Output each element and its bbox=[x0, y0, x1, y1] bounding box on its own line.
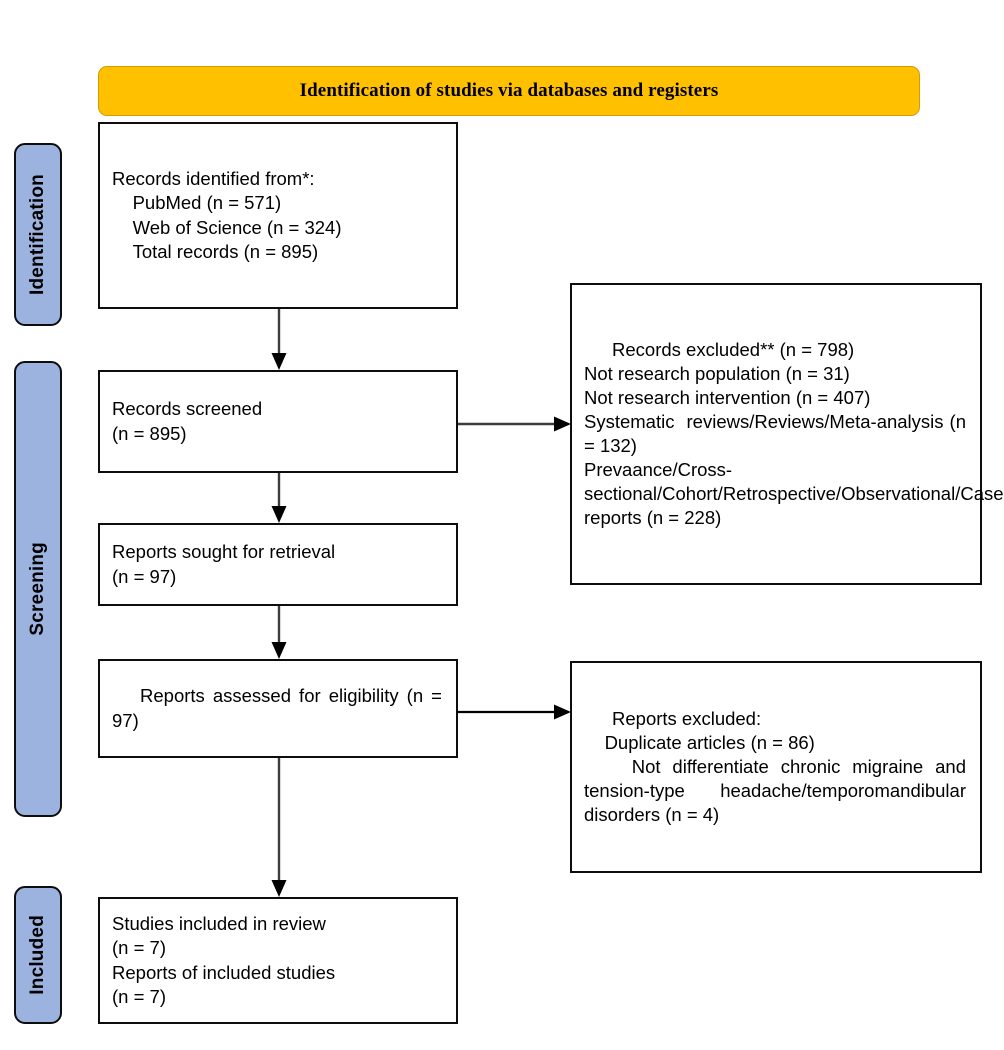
box-reports-excluded-text: Reports excluded: Duplicate articles (n … bbox=[584, 707, 967, 826]
identification-phase-banner-label: Identification of studies via databases … bbox=[299, 80, 719, 101]
box-records-screened-text: Records screened (n = 895) bbox=[112, 398, 263, 444]
box-records-identified: Records identified from*: PubMed (n = 57… bbox=[98, 122, 458, 309]
stage-rail-included: Included bbox=[14, 886, 62, 1024]
stage-rail-included-label: Included bbox=[27, 915, 48, 995]
stage-rail-identification: Identification bbox=[14, 143, 62, 326]
arrow-assessed-to-reports-excluded bbox=[458, 701, 572, 723]
stage-rail-screening: Screening bbox=[14, 361, 62, 817]
arrow-screened-to-records-excluded bbox=[458, 413, 572, 435]
box-reports-sought: Reports sought for retrieval (n = 97) bbox=[98, 523, 458, 606]
box-reports-excluded: Reports excluded: Duplicate articles (n … bbox=[570, 661, 982, 873]
arrow-screened-to-sought bbox=[268, 473, 290, 524]
box-studies-included: Studies included in review (n = 7) Repor… bbox=[98, 897, 458, 1024]
box-reports-assessed: Reports assessed for eligibility (n = 97… bbox=[98, 659, 458, 758]
box-reports-assessed-text: Reports assessed for eligibility (n = 97… bbox=[112, 685, 448, 731]
arrow-identified-to-screened bbox=[268, 309, 290, 371]
arrow-assessed-to-included bbox=[268, 758, 290, 898]
box-records-excluded-text: Records excluded** (n = 798) Not researc… bbox=[584, 338, 1004, 529]
box-reports-sought-text: Reports sought for retrieval (n = 97) bbox=[112, 541, 336, 587]
identification-phase-banner: Identification of studies via databases … bbox=[98, 66, 920, 116]
stage-rail-screening-label: Screening bbox=[27, 542, 48, 636]
box-studies-included-text: Studies included in review (n = 7) Repor… bbox=[112, 913, 336, 1007]
arrow-sought-to-assessed bbox=[268, 606, 290, 660]
box-records-identified-text: Records identified from*: PubMed (n = 57… bbox=[112, 168, 342, 262]
stage-rail-identification-label: Identification bbox=[27, 173, 48, 296]
box-records-excluded: Records excluded** (n = 798) Not researc… bbox=[570, 283, 1004, 585]
box-records-screened: Records screened (n = 895) bbox=[98, 370, 458, 473]
